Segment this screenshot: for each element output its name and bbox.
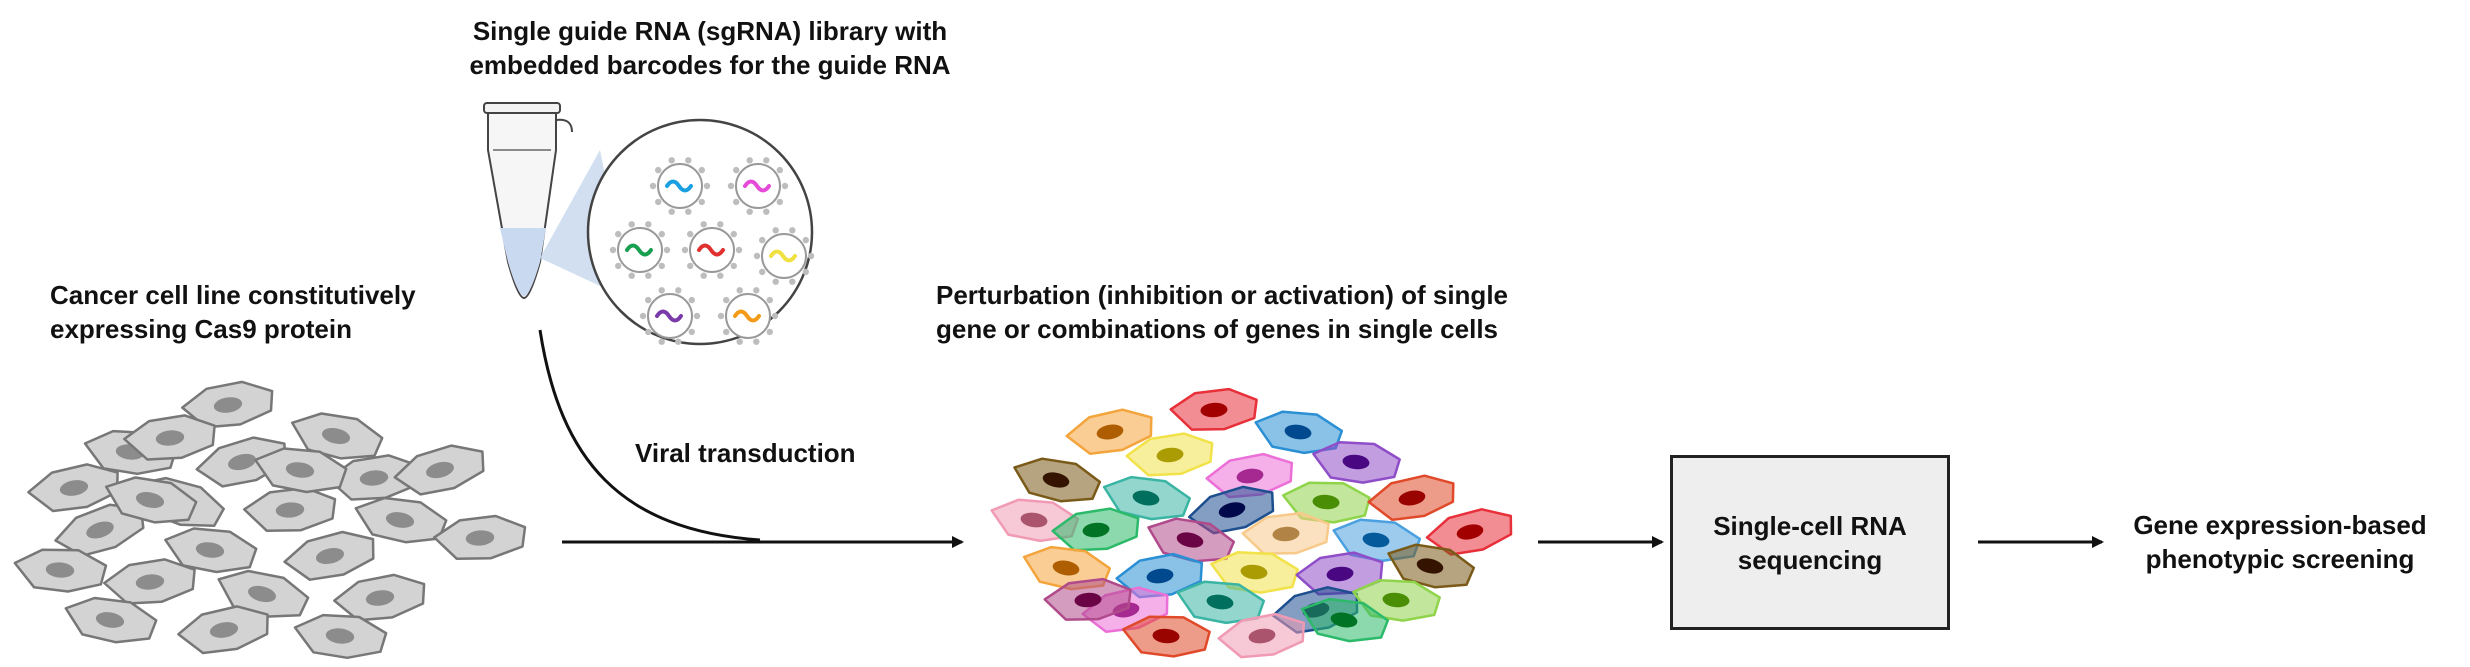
gray-cell (27, 463, 119, 513)
sequencing-box: Single-cell RNA sequencing (1670, 455, 1950, 630)
sequencing-label-2: sequencing (1737, 544, 1883, 575)
screening-label: Gene expression-based phenotypic screeni… (2133, 510, 2427, 574)
perturbed-cell (1387, 543, 1476, 589)
cancer-cell-population (13, 380, 527, 660)
perturbed-cell (1300, 597, 1390, 643)
perturbed-cell (1013, 457, 1102, 503)
gray-cell (103, 558, 196, 605)
perturbed-cell (1169, 387, 1258, 431)
gray-cell (242, 486, 337, 532)
sequencing-label-1: Single-cell RNA (1713, 510, 1907, 541)
transduction-curve (538, 329, 761, 542)
perturbed-cell (1176, 580, 1266, 625)
gray-cell (123, 414, 216, 461)
gray-cell (283, 530, 375, 581)
perturbed-cell (1281, 481, 1371, 524)
gray-cell (254, 447, 348, 494)
perturbed-cell-population (990, 387, 1513, 659)
gray-cell (432, 514, 527, 560)
perturbed-cell (1425, 508, 1513, 556)
library-label: Single guide RNA (sgRNA) library with em… (469, 16, 951, 80)
perturbed-cell (1043, 577, 1132, 621)
virus-particle (681, 221, 743, 279)
perturbed-cell (1125, 432, 1214, 477)
perturbed-cell (1121, 615, 1211, 658)
perturbed-cell (1115, 552, 1204, 599)
gray-cell (164, 527, 258, 574)
gray-cell (354, 496, 448, 544)
perturbed-cell (1312, 440, 1401, 484)
virus-particle (727, 157, 789, 215)
gray-cell (393, 444, 485, 496)
gray-cell (64, 596, 158, 644)
perturbed-cell (1187, 485, 1275, 535)
gray-cell (195, 436, 287, 488)
perturbed-cell (1065, 408, 1153, 456)
transduction-label: Viral transduction (635, 438, 856, 468)
virus-particle (717, 287, 779, 345)
virus-particle (649, 157, 711, 215)
cell-line-label: Cancer cell line constitutively expressi… (50, 280, 416, 344)
gray-cell (293, 613, 388, 660)
perturbed-cell (1147, 517, 1236, 563)
virus-particle (753, 227, 815, 285)
perturbed-cell (1217, 612, 1306, 659)
gray-cell (104, 476, 198, 524)
virus-library-zoom (586, 118, 815, 346)
perturbation-label: Perturbation (inhibition or activation) … (936, 280, 1508, 344)
gray-cell (177, 605, 269, 655)
gray-cell (333, 573, 426, 622)
perturbed-cell (1022, 545, 1112, 591)
perturbed-cell (1367, 474, 1455, 522)
perturbed-cell (1254, 410, 1344, 455)
virus-particle (639, 287, 701, 345)
gray-cell (290, 412, 384, 460)
sgrna-tube-icon (483, 102, 573, 300)
gray-cell (13, 548, 108, 593)
gray-cell (217, 569, 310, 618)
virus-particle (609, 221, 671, 279)
perturbed-cell (1241, 511, 1330, 555)
